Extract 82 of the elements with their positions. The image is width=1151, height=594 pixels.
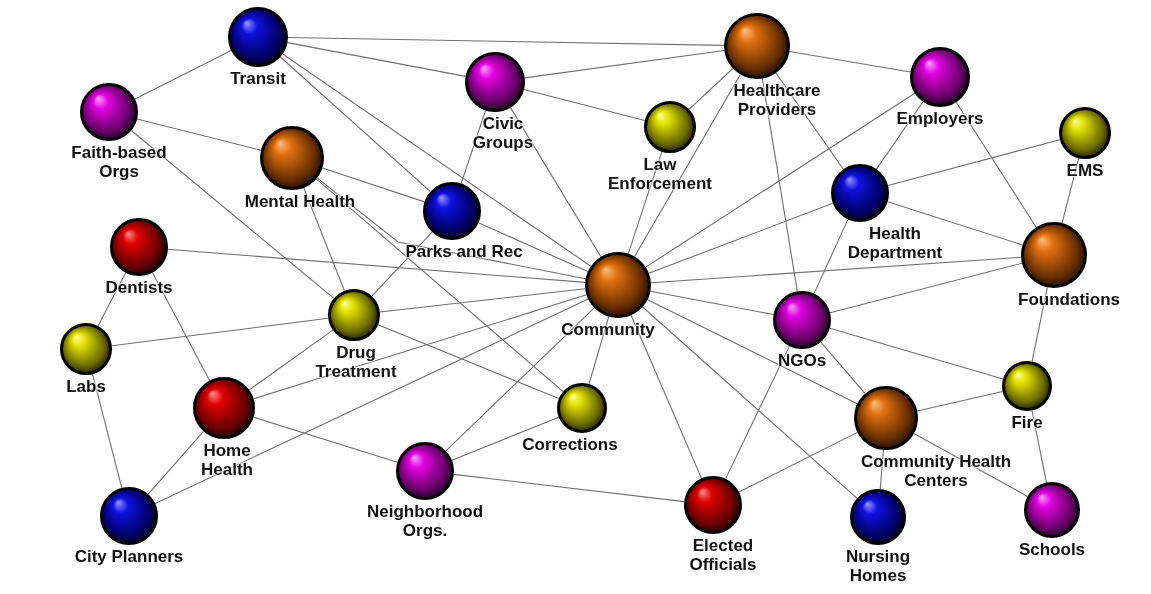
connector-line [820,341,866,395]
connector-line [524,49,725,79]
connector-line [286,42,467,77]
connector-line [523,88,646,122]
connector-line [688,67,734,110]
connector-line [111,317,329,347]
connector-line [650,256,1022,284]
node-label: NGOs [776,351,828,371]
connector-line [287,37,725,46]
connector-line [371,231,433,297]
connector-line [379,288,586,313]
connector-line [453,473,685,503]
connector-line [147,430,205,495]
connector-line [649,290,775,316]
connector-line [152,272,211,382]
connector-line [648,202,834,274]
connector-line [510,107,602,258]
connector-line [154,298,589,505]
connector-line [282,53,592,267]
connector-line [321,167,426,203]
connector-line [775,72,844,170]
connector-line [253,416,398,463]
node-label: Labs [65,377,107,397]
node-label: Community [560,320,656,340]
node-label: Health Department [846,224,944,263]
connector-line [887,139,1061,187]
connector-line [445,307,595,452]
node-label: Fire [1010,413,1044,433]
connector-line [829,327,1004,380]
connector-line [813,218,849,295]
connector-line [738,431,858,493]
connector-line [91,373,123,489]
connector-line [645,92,916,268]
connector-line [460,109,487,185]
node-label: Home Health [200,441,254,480]
node-label: Parks and Rec [404,242,524,262]
node-label: Community Health Centers [859,452,1013,491]
connector-line [315,178,564,393]
connector-line [829,262,1023,314]
node-label: Schools [1017,540,1087,560]
connector-line [248,329,334,391]
connector-line [134,49,232,100]
connector-line [913,432,1029,497]
node-label: Foundations [1017,290,1121,310]
connector-line [887,201,1024,246]
connector-line [630,314,703,479]
connector-line [642,306,858,499]
connector-line [167,248,586,283]
connector-line [136,118,262,151]
connector-line [634,74,741,258]
connector-line [1061,157,1080,224]
connector-line [1031,409,1047,484]
connector-line [377,324,560,400]
connector-line [627,151,663,255]
connector-line [1031,286,1048,363]
connector-line [477,222,589,273]
node-label: Employers [895,109,985,129]
connector-line [916,390,1004,412]
node-label: Healthcare Providers [732,81,822,120]
node-label: Dentists [104,278,174,298]
node-label: Nursing Homes [844,547,912,586]
node-label: Corrections [521,435,619,455]
connector-line [279,56,431,193]
node-label: City Planners [73,547,185,567]
connector-line [875,101,924,170]
node-label: Elected Officials [688,536,758,575]
node-label: Civic Groups [471,114,535,153]
connector-line [588,316,610,385]
connector-line [451,416,560,461]
connector-line [789,50,911,73]
node-label: Neighborhood Orgs. [365,502,485,541]
node-label: Mental Health [243,192,357,212]
connector-line [130,129,335,299]
node-label: Law Enforcement [607,155,713,194]
connector-line [725,345,790,480]
connector-line [955,101,1037,228]
node-label: EMS [1065,161,1105,181]
connector-line [647,299,858,405]
node-label: Transit [229,69,287,89]
connector-line [761,78,798,292]
connector-line [303,187,345,292]
node-label: Faith-based Orgs [70,143,168,182]
